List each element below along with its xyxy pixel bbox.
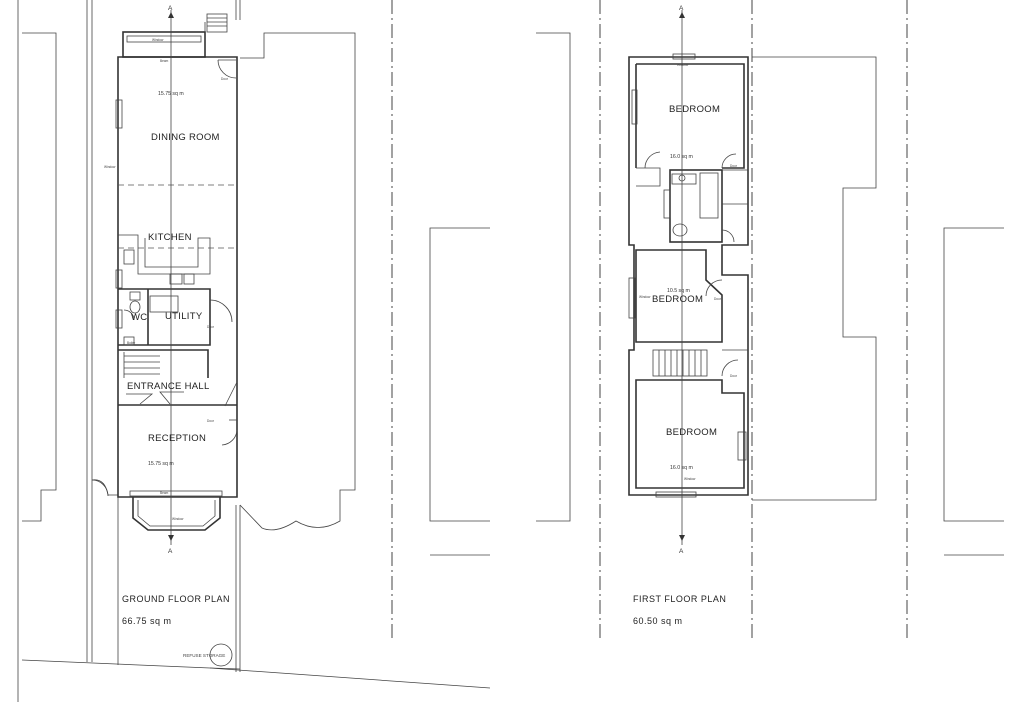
section-line-first: A A xyxy=(679,5,685,555)
room-label-bedroom-middle: BEDROOM xyxy=(652,294,703,305)
ground-floor-area: 66.75 sq m xyxy=(122,616,172,626)
first-floor-title: FIRST FLOOR PLAN xyxy=(633,594,726,604)
ground-stairs xyxy=(118,349,209,378)
room-label-bedroom-front: BEDROOM xyxy=(666,427,717,438)
boiler-box xyxy=(123,336,135,346)
room-label-dining: DINING ROOM xyxy=(151,132,220,143)
first-floor-labels: BEDROOM 16.0 sq m BEDROOM 10.5 sq m BEDR… xyxy=(633,63,738,626)
section-marker-bottom-first: A xyxy=(679,548,684,555)
door-note-utility: Door xyxy=(207,325,215,329)
door-note-first-middle: Door xyxy=(714,297,722,301)
rear-steps xyxy=(206,13,228,33)
section-marker-top-first: A xyxy=(679,5,684,12)
bedroom-rear-walls xyxy=(636,63,745,169)
beam-note-front: Beam xyxy=(160,491,169,495)
room-label-utility: UTILITY xyxy=(165,311,203,322)
window-note-first-front: Window xyxy=(684,477,696,481)
section-line-ground: A A xyxy=(168,5,174,555)
kitchen-counter xyxy=(118,234,211,275)
refuse-storage-bin xyxy=(209,643,233,667)
ground-floor-walls xyxy=(117,56,238,498)
first-floor-area: 60.50 sq m xyxy=(633,616,683,626)
area-label-reception: 15.75 sq m xyxy=(148,461,174,467)
ground-floor-plan xyxy=(91,13,238,667)
bath-tub xyxy=(699,172,719,219)
window-rear-bedroom xyxy=(672,53,696,60)
room-label-wc: WC xyxy=(131,312,147,323)
ground-floor-labels: DINING ROOM 15.75 sq m KITCHEN WC UTILIT… xyxy=(104,38,230,658)
first-floor-plan xyxy=(628,53,749,498)
boiler-label: Boiler xyxy=(127,341,136,345)
bedroom-front-walls xyxy=(635,379,745,489)
room-label-kitchen: KITCHEN xyxy=(148,232,192,243)
area-label-bedroom-rear: 16.0 sq m xyxy=(670,154,693,160)
section-marker-bottom: A xyxy=(168,548,173,555)
bedroom-middle-walls xyxy=(635,249,723,343)
window-front-bedroom xyxy=(655,491,697,498)
area-label-dining: 15.75 sq m xyxy=(158,91,184,97)
area-label-bedroom-middle: 10.5 sq m xyxy=(667,288,690,294)
window-note-first-rear: Window xyxy=(677,63,689,67)
door-note-first-rear: Door xyxy=(730,164,738,168)
site-boundaries xyxy=(17,0,1004,702)
room-label-reception: RECEPTION xyxy=(148,433,206,444)
door-note-rear: Door xyxy=(221,77,229,81)
ground-floor-title: GROUND FLOOR PLAN xyxy=(122,594,230,604)
window-note-side: Window xyxy=(104,165,116,169)
front-bay-window xyxy=(132,497,221,531)
room-label-entrance-hall: ENTRANCE HALL xyxy=(127,381,210,392)
first-stairs xyxy=(652,349,708,377)
sink xyxy=(123,249,135,265)
door-note-front: Door xyxy=(207,419,215,423)
first-floor-walls xyxy=(628,56,749,496)
door-note-first-front: Door xyxy=(730,374,738,378)
beam-note-rear: Beam xyxy=(160,59,169,63)
refuse-storage-label: REFUSE STORAGE xyxy=(183,653,225,658)
room-label-bedroom-rear: BEDROOM xyxy=(669,104,720,115)
window-note-rear: Window xyxy=(152,38,164,42)
area-label-bedroom-front: 16.0 sq m xyxy=(670,465,693,471)
window-note-first-middle: Window xyxy=(639,295,651,299)
section-marker-top: A xyxy=(168,5,173,12)
window-note-bay: Window xyxy=(172,517,184,521)
wc-toilet xyxy=(129,300,141,314)
window-left-dining xyxy=(115,99,123,129)
hob xyxy=(169,273,183,285)
